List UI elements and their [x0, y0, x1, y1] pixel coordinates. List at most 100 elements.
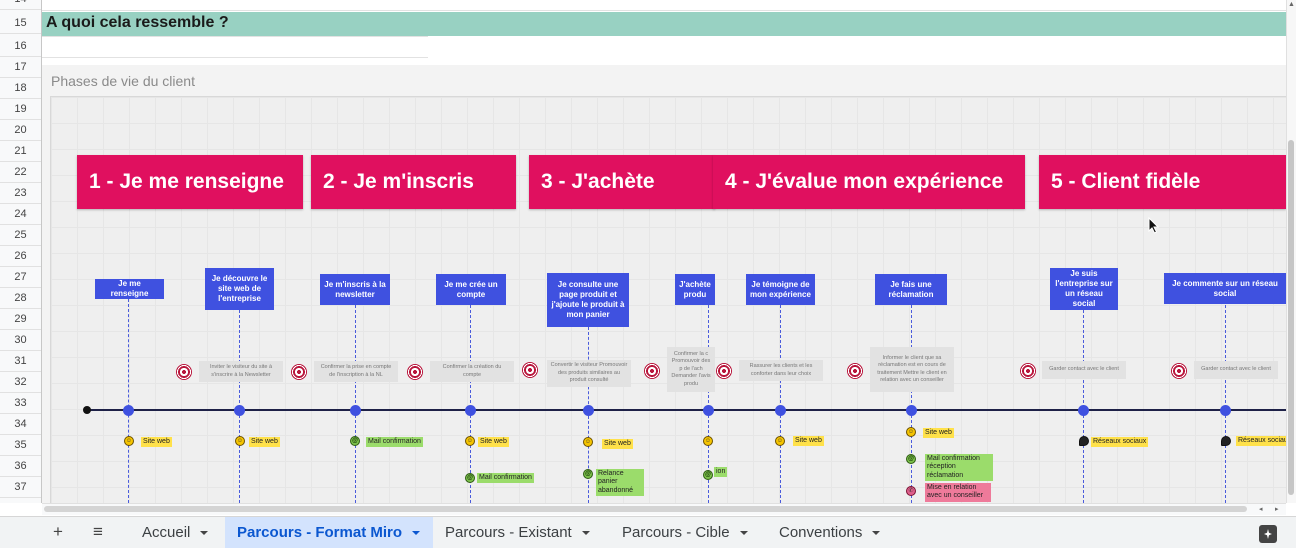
row-number[interactable]: 16: [0, 36, 41, 57]
chevron-down-icon[interactable]: [200, 530, 209, 535]
objective-note: Confirmer la c Promouvoir des p de l'ach…: [667, 347, 715, 392]
smiley-icon: ☺: [583, 437, 593, 447]
row-number[interactable]: 19: [0, 99, 41, 120]
tab-parcours-existant[interactable]: Parcours - Existant: [433, 517, 610, 548]
step-box: Je m'inscris à la newsletter: [320, 274, 390, 305]
scroll-right-icon[interactable]: ▸: [1275, 506, 1279, 513]
tab-label: Parcours - Format Miro: [237, 524, 403, 541]
step-box: Je suis l'entreprise sur un réseau socia…: [1050, 268, 1118, 310]
email-icon: @: [906, 454, 916, 464]
timeline-dot: [350, 405, 361, 416]
step-box: Je me crée un compte: [436, 274, 506, 305]
header-band: [42, 12, 1286, 36]
step-connector: [355, 305, 356, 503]
channel-tag: Site web: [793, 436, 824, 447]
chevron-down-icon[interactable]: [581, 530, 590, 535]
section-title[interactable]: A quoi cela ressemble ?: [46, 14, 229, 31]
timeline-dot: [775, 405, 786, 416]
tab-label: Parcours - Cible: [622, 524, 730, 541]
row-number[interactable]: 32: [0, 372, 41, 393]
email-icon: @: [350, 436, 360, 446]
target-icon: [847, 363, 863, 379]
objective-note: Rassurer les clients et les conforter da…: [739, 360, 823, 381]
row-headers[interactable]: 14 15 16 17 18 19 20 21 22 23 24 25 26 2…: [0, 0, 42, 503]
chat-bubble-icon: [1079, 436, 1089, 446]
target-icon: [644, 363, 660, 379]
row-number[interactable]: 24: [0, 204, 41, 225]
tab-label: Accueil: [142, 524, 191, 541]
objective-note: Garder contact avec le client: [1194, 361, 1278, 379]
objective-note: Garder contact avec le client: [1042, 361, 1126, 379]
phase-banner-4: 4 - J'évalue mon expérience: [713, 155, 1025, 209]
row-number[interactable]: 22: [0, 162, 41, 183]
timeline-dot: [123, 405, 134, 416]
tab-accueil[interactable]: Accueil: [130, 517, 226, 548]
chat-bubble-icon: [1221, 436, 1231, 446]
chevron-down-icon[interactable]: [872, 530, 881, 535]
row-number[interactable]: 25: [0, 225, 41, 246]
smiley-icon: ☺: [906, 427, 916, 437]
explore-sparkle-icon[interactable]: [1259, 525, 1277, 543]
tab-parcours-format-miro[interactable]: Parcours - Format Miro: [225, 517, 433, 548]
channel-tag: Site web: [249, 437, 280, 448]
row-number[interactable]: 17: [0, 57, 41, 78]
row-number[interactable]: 15: [0, 13, 41, 34]
smiley-icon: ☺: [703, 436, 713, 446]
step-connector: [1225, 305, 1226, 503]
row-number[interactable]: 29: [0, 309, 41, 330]
row-number[interactable]: 34: [0, 414, 41, 435]
row-number[interactable]: 21: [0, 141, 41, 162]
step-connector: [780, 305, 781, 503]
step-connector: [470, 305, 471, 503]
channel-tag: ion: [714, 467, 728, 478]
channel-tag: Site web: [141, 437, 172, 448]
row-number[interactable]: 31: [0, 351, 41, 372]
row-number[interactable]: 36: [0, 456, 41, 477]
step-connector: [128, 299, 129, 503]
sheet-tab-bar: [0, 516, 1296, 548]
step-box: J'achète produ: [675, 274, 715, 305]
target-icon: [176, 364, 192, 380]
row-number[interactable]: 28: [0, 288, 41, 309]
smiley-icon: ☺: [124, 436, 134, 446]
all-sheets-menu-button[interactable]: ≡: [93, 522, 103, 541]
row-number[interactable]: 35: [0, 435, 41, 456]
smiley-icon: ☺: [235, 436, 245, 446]
row-number[interactable]: 27: [0, 267, 41, 288]
phase-banner-2: 2 - Je m'inscris: [311, 155, 516, 209]
step-connector: [911, 305, 912, 503]
scroll-up-icon[interactable]: ▲: [1288, 1, 1295, 8]
vertical-scroll-thumb[interactable]: [1288, 140, 1294, 495]
chevron-down-icon[interactable]: [412, 530, 421, 535]
channel-tag: Réseaux sociaux: [1236, 436, 1294, 447]
horizontal-scroll-thumb[interactable]: [44, 506, 1247, 512]
row-number[interactable]: 14: [0, 0, 41, 10]
add-sheet-button[interactable]: +: [53, 522, 63, 541]
row-number[interactable]: 33: [0, 393, 41, 414]
objective-note: Informer le client que sa réclamation es…: [870, 347, 954, 392]
scroll-left-icon[interactable]: ◂: [1259, 506, 1263, 513]
timeline-dot: [583, 405, 594, 416]
smiley-icon: ☺: [465, 436, 475, 446]
row-number[interactable]: 18: [0, 78, 41, 99]
chevron-down-icon[interactable]: [739, 530, 748, 535]
tab-parcours-cible[interactable]: Parcours - Cible: [610, 517, 767, 548]
row-number[interactable]: 20: [0, 120, 41, 141]
phase-banner-1: 1 - Je me renseigne: [77, 155, 303, 209]
row-number[interactable]: 23: [0, 183, 41, 204]
target-icon: [522, 362, 538, 378]
step-connector: [708, 305, 709, 503]
target-icon: [1171, 363, 1187, 379]
target-icon: [407, 364, 423, 380]
row-number[interactable]: 26: [0, 246, 41, 267]
tab-conventions[interactable]: Conventions: [767, 517, 897, 548]
step-box: Je consulte une page produit et j'ajoute…: [547, 273, 629, 327]
channel-tag: Site web: [478, 437, 509, 448]
phase-banner-5: 5 - Client fidèle: [1039, 155, 1286, 209]
timeline-dot: [1220, 405, 1231, 416]
row-number[interactable]: 30: [0, 330, 41, 351]
objective-note: Confirmer la prise en compte de l'inscri…: [314, 361, 398, 382]
timeline-dot: [703, 405, 714, 416]
row-number[interactable]: 37: [0, 477, 41, 498]
